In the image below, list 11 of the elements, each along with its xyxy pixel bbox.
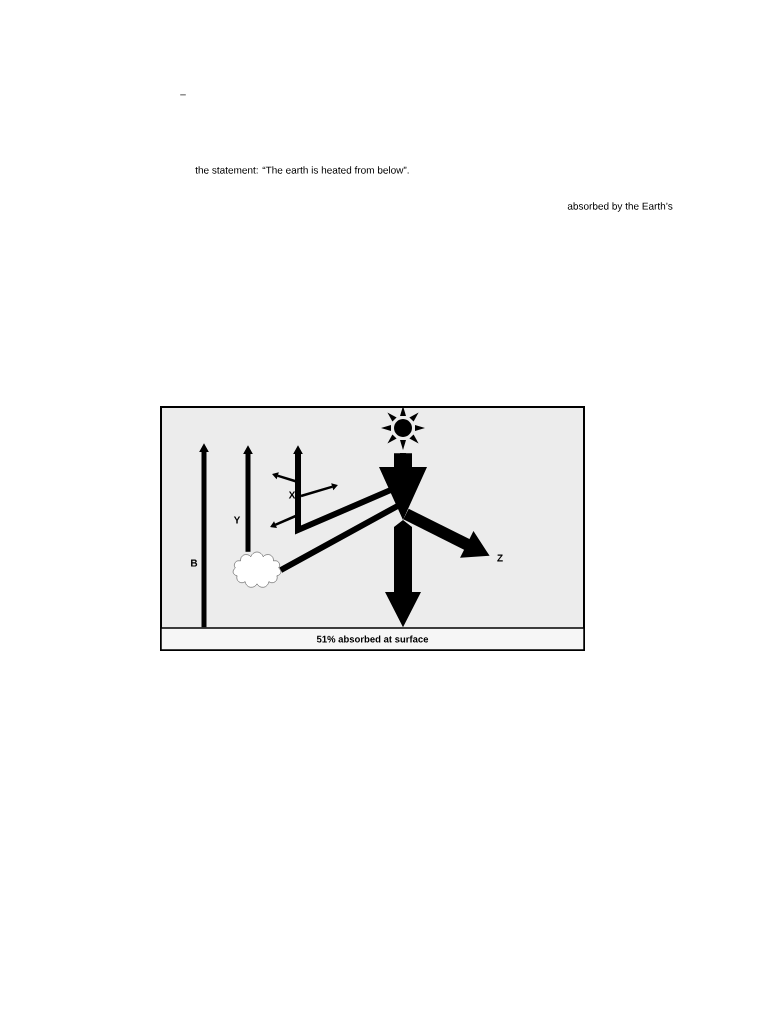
arrow bbox=[379, 453, 427, 628]
picture bbox=[381, 406, 425, 450]
surface-band: 51% absorbed at surface bbox=[160, 627, 585, 651]
text: B bbox=[191, 559, 198, 567]
text: – bbox=[180, 94, 186, 96]
cloud bbox=[232, 551, 282, 588]
text: Z bbox=[497, 554, 503, 562]
text: absorbed by the Earth’s bbox=[567, 202, 673, 212]
text: Y bbox=[233, 516, 241, 524]
text: the statement: “The earth is heated from below”. bbox=[195, 166, 409, 174]
text: X bbox=[288, 491, 296, 499]
